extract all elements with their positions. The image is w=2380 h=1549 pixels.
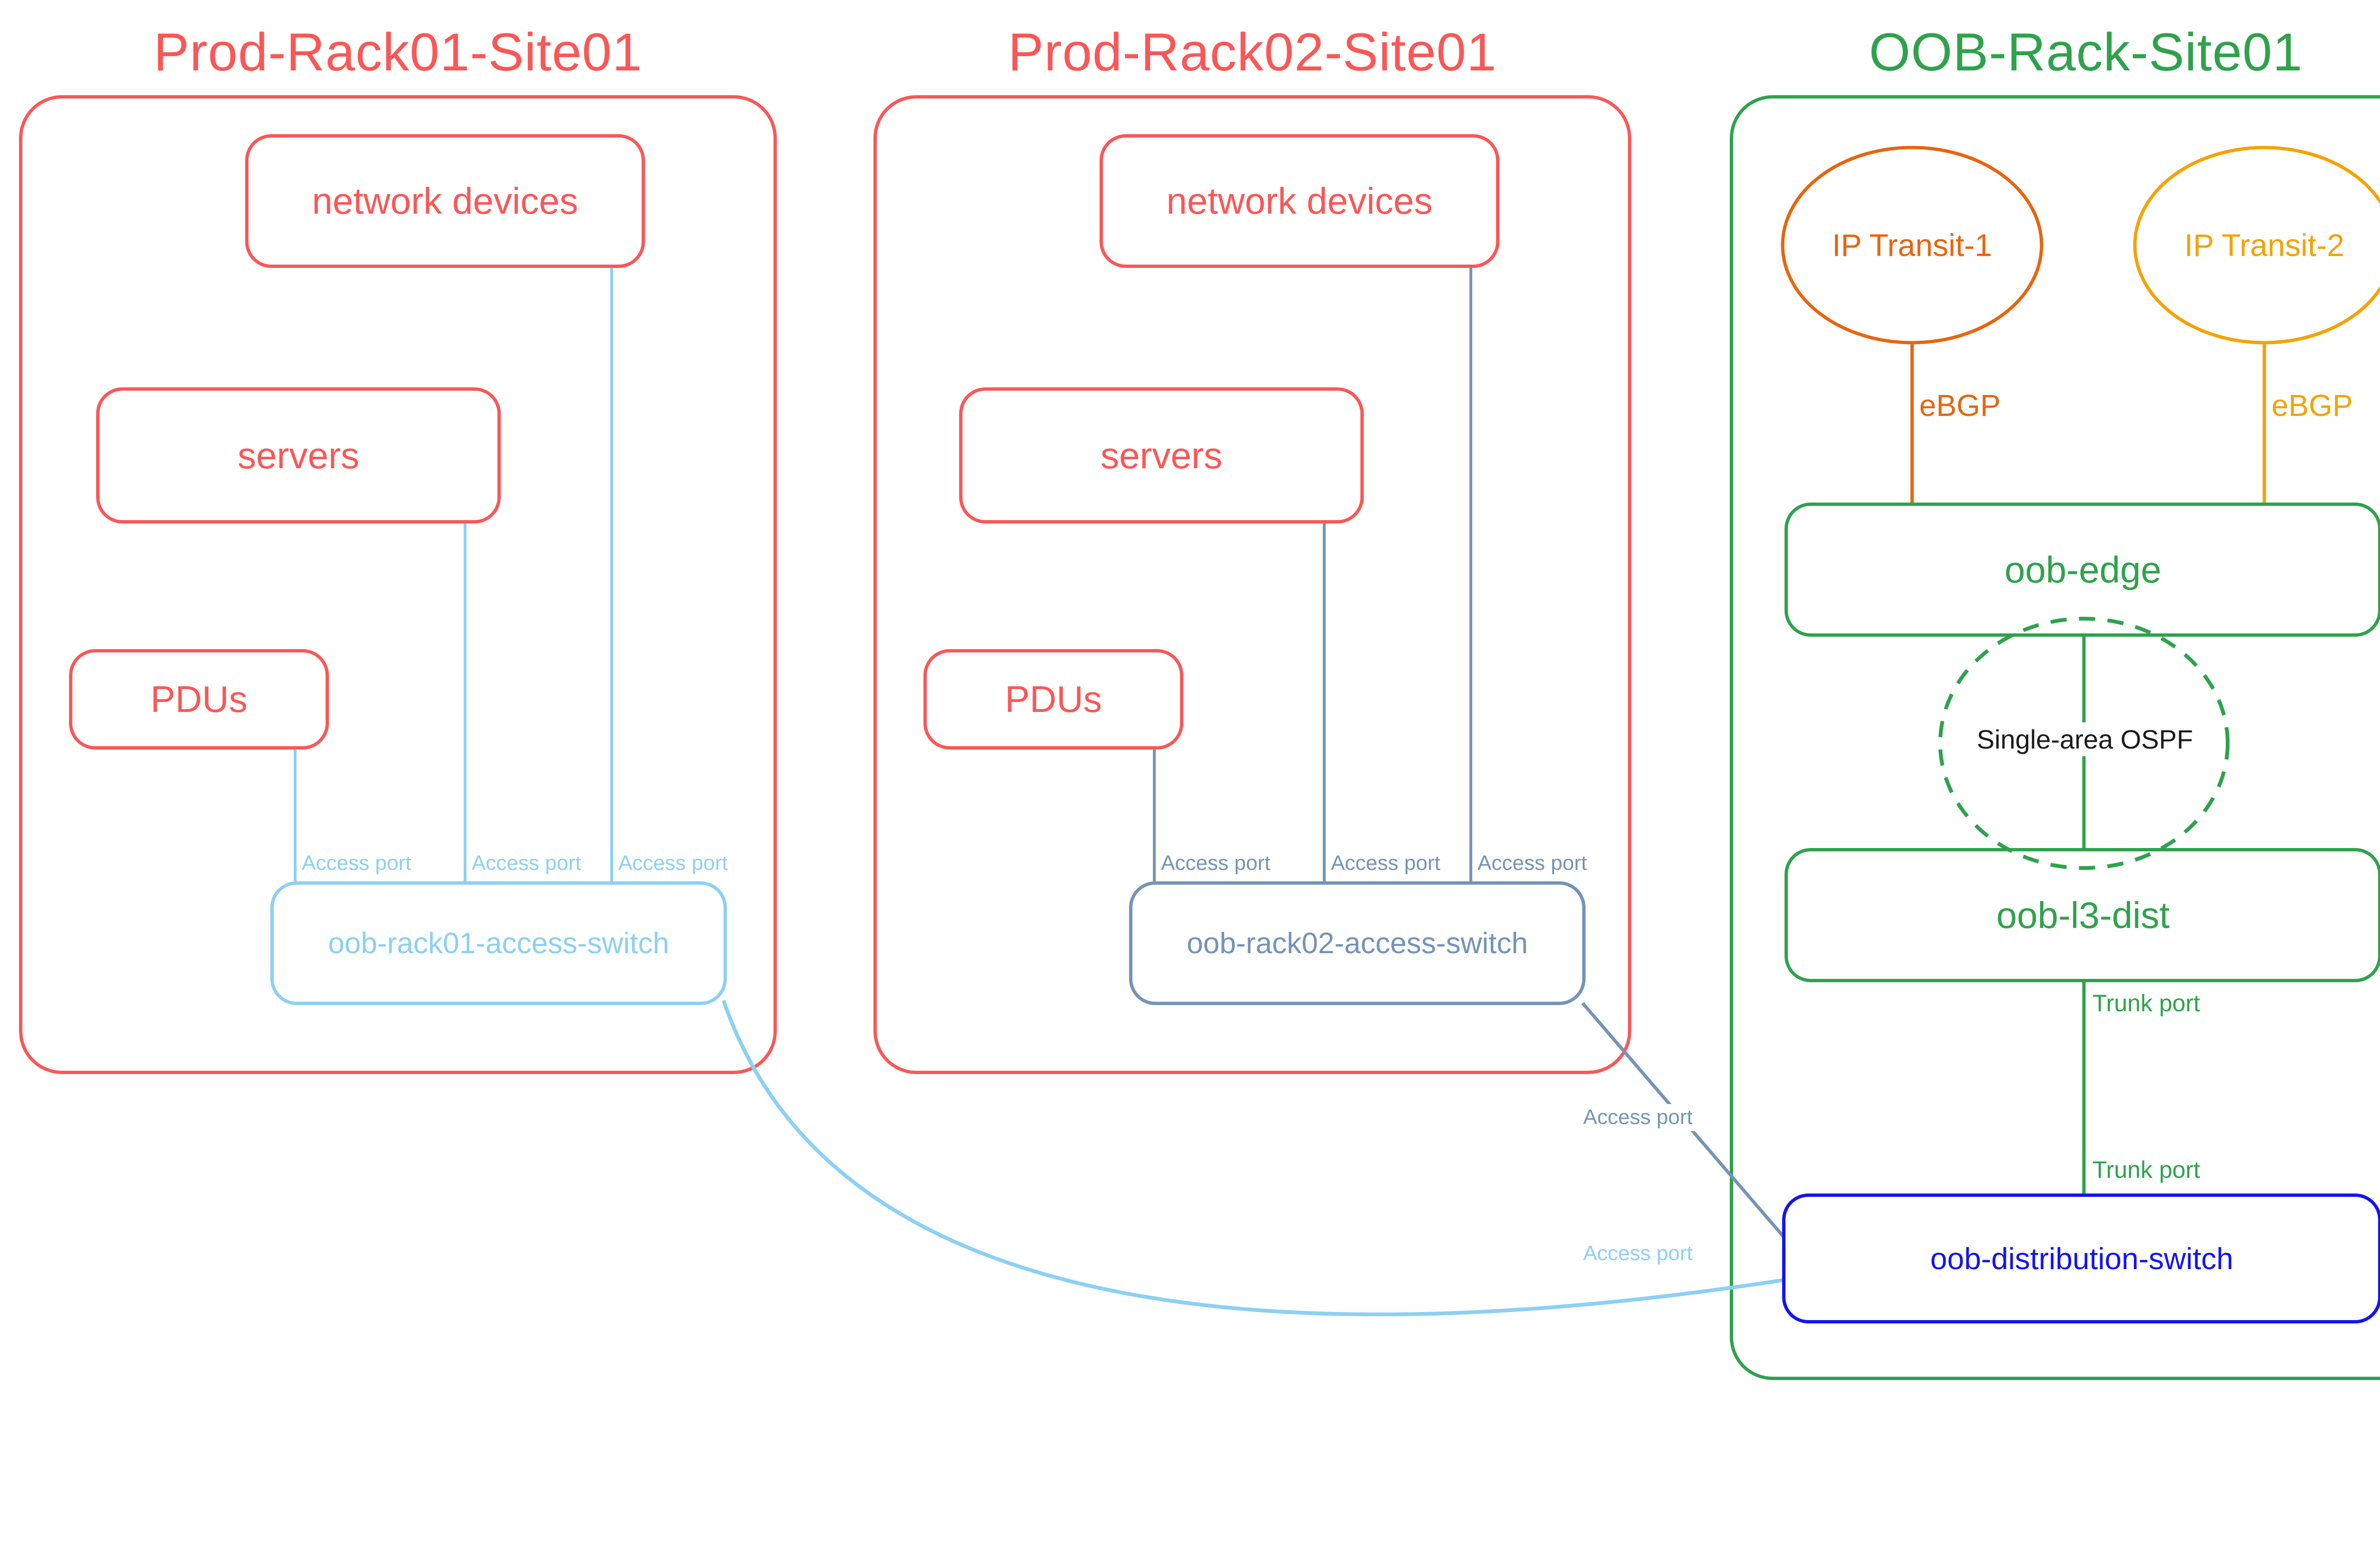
edge-label-trunk-port: Trunk port (2089, 1154, 2204, 1185)
edge-label-single-area-ospf: Single-area OSPF (1956, 722, 2213, 757)
edge-label-access-port: Access port (1157, 850, 1274, 877)
edge-label-access-port: Access port (1579, 1104, 1696, 1131)
node-rack02-pdus: PDUs (923, 649, 1183, 750)
node-rack01-pdus: PDUs (69, 649, 329, 750)
node-rack02-servers: servers (959, 387, 1364, 523)
wire-rack02-switch-to-dist (1581, 1002, 1785, 1239)
oob-rack-title: OOB-Rack-Site01 (1869, 22, 2303, 82)
edge-label-ebgp: eBGP (2268, 386, 2357, 425)
edge-label-ebgp: eBGP (1915, 386, 2004, 425)
edge-label-access-port: Access port (1579, 1240, 1696, 1267)
node-ip-transit-1-label: IP Transit-1 (1832, 227, 1993, 263)
node-rack01-access-switch: oob-rack01-access-switch (270, 881, 727, 1005)
node-rack02-access-switch: oob-rack02-access-switch (1129, 881, 1586, 1005)
rack02-title: Prod-Rack02-Site01 (1008, 22, 1497, 82)
rack01-title: Prod-Rack01-Site01 (153, 22, 643, 82)
wire-rack01-switch-to-dist (722, 999, 1784, 1317)
node-oob-edge: oob-edge (1785, 503, 2380, 637)
edge-label-access-port: Access port (1327, 850, 1444, 877)
edge-label-trunk-port: Trunk port (2089, 988, 2204, 1018)
rack-frame-prod-rack02 (873, 95, 1631, 1074)
node-rack01-servers: servers (96, 387, 501, 523)
edge-label-access-port: Access port (615, 850, 732, 877)
ospf-area-dashed-ellipse (1938, 617, 2230, 870)
edge-label-access-port: Access port (468, 850, 585, 877)
node-oob-l3-dist: oob-l3-dist (1785, 848, 2380, 982)
edge-label-access-port: Access port (298, 850, 415, 877)
rack-frame-prod-rack01 (19, 95, 777, 1074)
node-ip-transit-2-label: IP Transit-2 (2184, 227, 2345, 263)
node-rack02-network-devices: network devices (1100, 134, 1499, 268)
transit1-ellipse (1781, 146, 2043, 345)
rack-frame-oob-rack (1730, 95, 2380, 1380)
node-oob-distribution-switch: oob-distribution-switch (1782, 1194, 2380, 1323)
edge-label-access-port: Access port (1474, 850, 1591, 877)
transit2-ellipse (2133, 146, 2380, 345)
node-rack01-network-devices: network devices (245, 134, 645, 268)
